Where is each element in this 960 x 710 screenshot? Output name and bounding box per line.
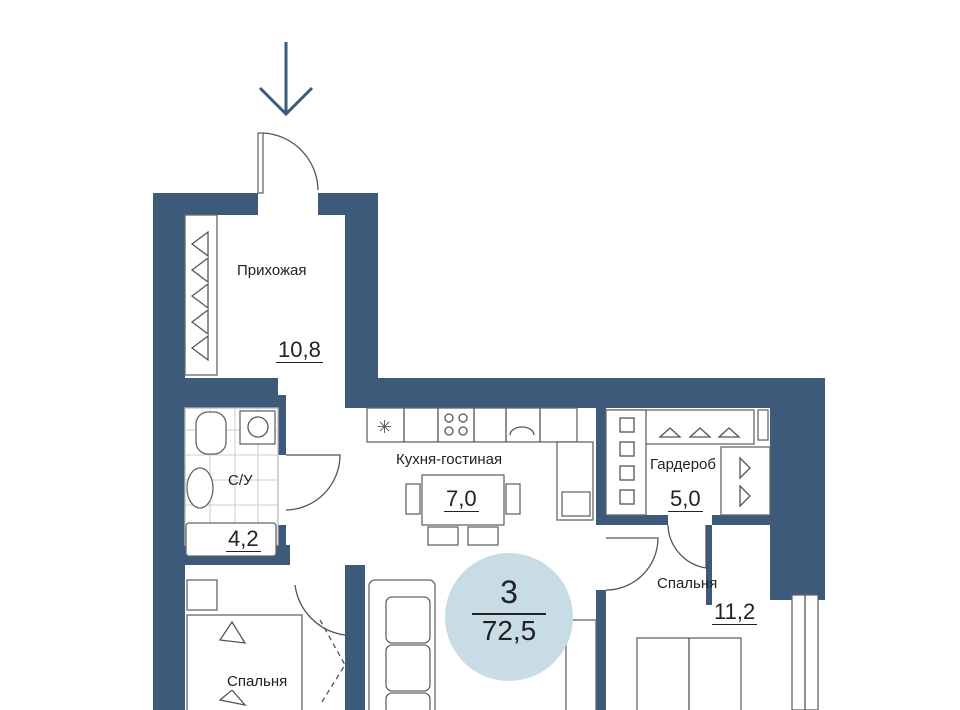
hallway-wardrobe	[184, 214, 218, 376]
room-name-bedroom-2: Спальня	[227, 673, 288, 690]
bathroom-fixtures	[184, 407, 279, 557]
left-bedroom-furniture	[186, 579, 346, 710]
room-area-hallway: 10,8	[276, 337, 323, 363]
room-name-hallway: Прихожая	[237, 262, 307, 279]
walk-in-wardrobe	[605, 409, 771, 516]
total-area: 72,5	[481, 615, 537, 646]
bathroom-door	[285, 454, 341, 511]
apartment-summary-badge: 3 72,5	[445, 553, 573, 681]
walls	[153, 193, 825, 710]
sofa	[368, 579, 436, 710]
arrow-down-icon	[258, 42, 314, 117]
window	[791, 594, 819, 710]
divider	[472, 613, 546, 615]
room-area-bathroom: 4,2	[226, 526, 261, 552]
bedroom-door	[605, 537, 659, 591]
room-name-bathroom: С/У	[228, 472, 253, 489]
room-name-kitchen: Кухня-гостиная	[396, 451, 503, 468]
room-name-bedroom: Спальня	[657, 575, 718, 592]
tv-stand	[565, 619, 597, 710]
room-area-wardrobe: 5,0	[668, 486, 703, 512]
entrance-door	[257, 132, 319, 194]
svg-text:✳: ✳	[377, 417, 392, 437]
double-bed	[636, 637, 742, 710]
dining-table	[405, 474, 521, 546]
wardrobe-door	[667, 524, 707, 569]
room-area-bedroom: 11,2	[712, 599, 758, 625]
rooms-count: 3	[500, 574, 518, 610]
room-area-kitchen: 7,0	[444, 486, 479, 512]
room-name-wardrobe: Гардероб	[650, 456, 716, 473]
kitchen-counter: ✳	[366, 407, 594, 521]
